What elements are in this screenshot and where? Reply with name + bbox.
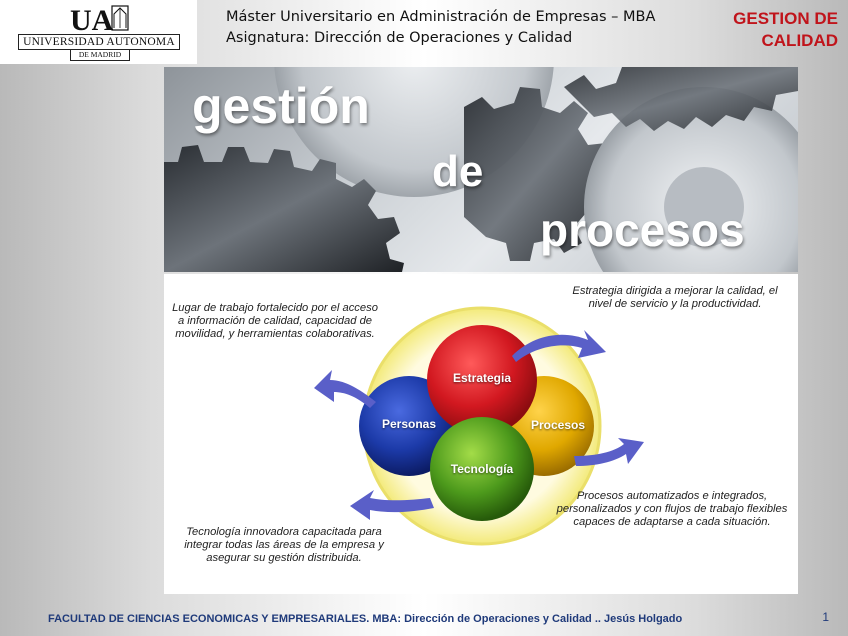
page-number: 1 — [822, 610, 829, 624]
arrow-top-left-icon — [314, 370, 376, 408]
university-logo: UA UNIVERSIDAD AUTONOMA DE MADRID — [0, 0, 197, 64]
banner-word-procesos: procesos — [540, 203, 745, 257]
header-program-title: Máster Universitario en Administración d… — [226, 9, 655, 25]
logo-university-name: UNIVERSIDAD AUTONOMA — [18, 34, 180, 50]
callout-estrategia: Estrategia dirigida a mejorar la calidad… — [560, 285, 790, 311]
callout-tecnologia: Tecnología innovadora capacitada para in… — [172, 526, 396, 565]
logo-city: DE MADRID — [70, 49, 130, 61]
header-subject: Asignatura: Dirección de Operaciones y C… — [226, 30, 572, 46]
gear-banner: gestión de procesos — [164, 67, 798, 272]
banner-word-de: de — [432, 147, 483, 197]
banner-word-gestion: gestión — [192, 77, 370, 135]
footer-text: FACULTAD DE CIENCIAS ECONOMICAS Y EMPRES… — [48, 613, 682, 625]
node-label-personas: Personas — [364, 417, 454, 431]
process-diagram: Lugar de trabajo fortalecido por el acce… — [164, 274, 798, 594]
callout-personas: Lugar de trabajo fortalecido por el acce… — [170, 302, 380, 341]
node-label-procesos: Procesos — [513, 418, 603, 432]
node-label-tecnologia: Tecnología — [437, 462, 527, 476]
section-badge: GESTION DE CALIDAD — [718, 8, 838, 52]
callout-procesos: Procesos automatizados e integrados, per… — [550, 490, 794, 529]
node-label-estrategia: Estrategia — [437, 371, 527, 385]
badge-line-1: GESTION DE — [718, 8, 838, 30]
badge-line-2: CALIDAD — [718, 30, 838, 52]
logo-mark-icon: UA — [70, 4, 130, 34]
logo-mark-text: UA — [70, 4, 114, 34]
